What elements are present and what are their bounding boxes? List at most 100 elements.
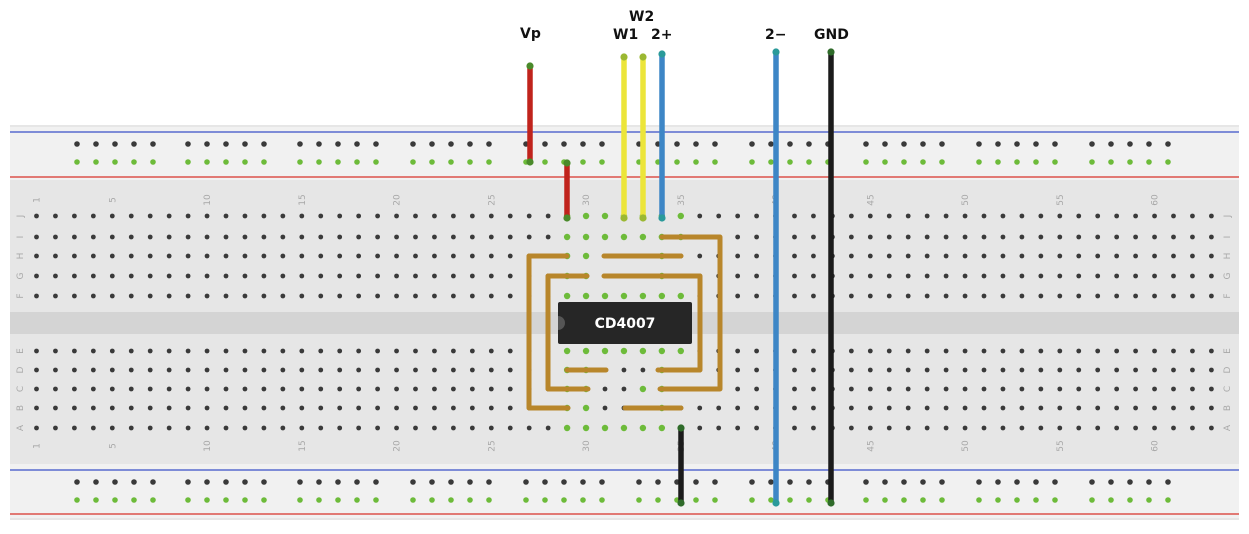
hole	[1152, 253, 1157, 259]
wire-end	[677, 499, 685, 507]
hole	[128, 253, 134, 259]
hole	[716, 213, 722, 219]
hole	[981, 405, 987, 411]
label-vp: Vp	[520, 26, 541, 42]
hole	[943, 405, 949, 411]
hole	[299, 386, 305, 392]
rail-hole	[335, 479, 341, 485]
hole	[1133, 405, 1138, 411]
hole	[413, 405, 418, 411]
hole	[166, 273, 172, 279]
rail-hole	[806, 479, 812, 485]
hole-active	[639, 424, 647, 432]
hole	[905, 234, 911, 240]
rail-hole	[297, 497, 303, 503]
rail-hole	[354, 497, 360, 503]
hole-active	[582, 292, 590, 300]
hole	[1190, 273, 1195, 279]
hole	[1076, 234, 1082, 240]
wire-end	[658, 214, 666, 222]
hole	[394, 234, 399, 240]
hole	[867, 293, 873, 299]
hole	[1076, 213, 1082, 219]
hole	[147, 405, 153, 411]
rail-hole	[410, 497, 416, 503]
hole	[792, 293, 797, 299]
hole	[223, 348, 229, 354]
hole	[451, 367, 456, 373]
rail-hole	[112, 479, 118, 485]
rail-hole	[1014, 159, 1020, 165]
rail-hole	[1052, 497, 1058, 503]
hole	[1133, 234, 1138, 240]
hole	[1057, 348, 1063, 354]
rail-hole	[1127, 497, 1133, 503]
rail-hole	[920, 479, 926, 485]
rail-hole	[693, 159, 699, 165]
row-letter: D	[1223, 366, 1233, 373]
rail-hole	[976, 497, 982, 503]
rail-hole	[901, 141, 907, 147]
hole	[337, 293, 343, 299]
hole	[109, 367, 115, 373]
rail-hole	[901, 497, 907, 503]
hole	[1171, 386, 1176, 392]
jumper-wire	[526, 253, 571, 411]
hole	[53, 425, 58, 431]
rail-hole	[1089, 159, 1095, 165]
hole	[375, 348, 380, 354]
hole	[204, 405, 210, 411]
hole	[1019, 425, 1025, 431]
hole	[1152, 405, 1157, 411]
hole	[109, 273, 115, 279]
hole	[848, 234, 854, 240]
hole	[1133, 213, 1138, 219]
column-number: 25	[487, 440, 497, 451]
rail-hole	[939, 497, 945, 503]
hole	[242, 273, 248, 279]
hole	[469, 253, 475, 259]
hole	[1000, 367, 1006, 373]
hole	[72, 253, 77, 259]
rail-hole	[242, 479, 248, 485]
hole	[488, 213, 494, 219]
rail-hole	[316, 159, 322, 165]
hole	[1095, 348, 1101, 354]
hole	[1114, 253, 1120, 259]
hole-active	[563, 233, 571, 241]
hole	[299, 348, 305, 354]
wire-end	[827, 48, 835, 56]
hole	[867, 213, 873, 219]
rail-hole	[354, 479, 360, 485]
cd4007-chip[interactable]: CD4007	[558, 302, 692, 344]
hole-active	[639, 233, 647, 241]
hole	[1038, 213, 1044, 219]
hole	[394, 386, 399, 392]
hole	[432, 367, 437, 373]
hole	[1171, 234, 1176, 240]
hole	[507, 425, 513, 431]
hole	[90, 405, 96, 411]
hole	[943, 386, 949, 392]
hole	[337, 253, 343, 259]
row-letter: E	[1223, 348, 1233, 354]
row-letter: D	[16, 366, 26, 373]
row-letter: I	[1223, 236, 1233, 239]
hole-active	[582, 347, 590, 355]
hole	[1038, 293, 1044, 299]
rail-hole	[580, 479, 586, 485]
hole	[375, 213, 380, 219]
rail-hole	[150, 497, 156, 503]
hole	[128, 405, 134, 411]
hole	[488, 367, 494, 373]
hole	[280, 425, 286, 431]
hole	[318, 425, 324, 431]
rail-hole	[712, 159, 718, 165]
hole	[886, 405, 892, 411]
hole	[1114, 213, 1120, 219]
hole	[469, 425, 475, 431]
hole	[697, 405, 703, 411]
hole	[261, 348, 267, 354]
row-letter: J	[1223, 215, 1233, 219]
hole	[185, 367, 191, 373]
